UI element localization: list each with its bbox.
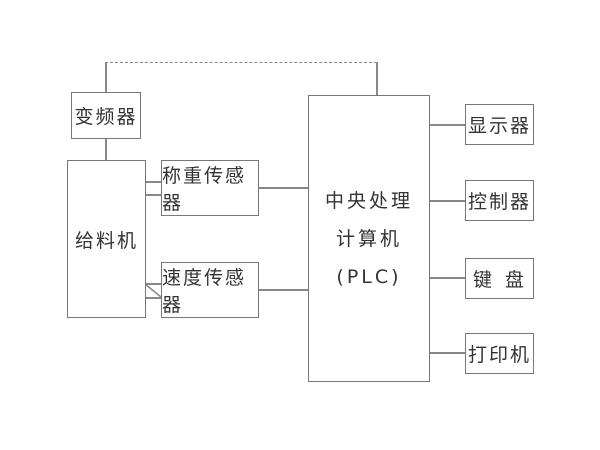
weight-sensor-label: 称重传感器 [162, 165, 247, 214]
feeder-node: 给料机 [67, 160, 146, 318]
controller-node: 控制器 [465, 180, 534, 221]
printer-label: 打印机 [467, 344, 531, 366]
keyboard-label-char1: 键 [473, 269, 495, 291]
inverter-node: 变频器 [71, 92, 141, 139]
dashed-link-plc-inverter-top [105, 62, 377, 63]
feeder-label: 给料机 [74, 229, 138, 252]
link-plc-controller [429, 200, 465, 202]
link-feeder-weight-lower [145, 194, 161, 196]
weight-sensor-node: 称重传感器 [161, 160, 259, 216]
link-plc-display [429, 124, 465, 126]
plc-node: 中央处理 计算机 (PLC) [308, 95, 430, 382]
controller-label: 控制器 [467, 191, 531, 213]
plc-label-line2: 计算机 [335, 227, 402, 250]
dashed-link-left-drop [105, 62, 107, 92]
display-label: 显示器 [467, 115, 531, 137]
speed-sensor-node: 速度传感器 [161, 262, 259, 318]
printer-node: 打印机 [465, 333, 534, 374]
plc-label: 中央处理 计算机 (PLC) [325, 182, 413, 296]
dashed-link-right-drop [376, 62, 378, 95]
link-inverter-feeder [105, 138, 107, 160]
keyboard-node: 键 盘 [465, 258, 534, 299]
diagonal-link-line [144, 283, 162, 298]
inverter-label: 变频器 [74, 106, 138, 128]
plc-label-line3: (PLC) [336, 265, 402, 288]
link-feeder-weight-upper [145, 181, 161, 183]
keyboard-label-char2: 盘 [504, 269, 526, 291]
link-plc-keyboard [429, 277, 465, 279]
display-node: 显示器 [465, 104, 534, 145]
link-plc-printer [429, 352, 465, 354]
link-weight-plc [258, 187, 308, 189]
speed-sensor-label: 速度传感器 [162, 267, 247, 316]
link-speed-plc [258, 289, 308, 291]
link-feeder-speed-lower [145, 297, 161, 299]
plc-label-line1: 中央处理 [324, 189, 413, 212]
link-feeder-speed-upper [145, 283, 161, 285]
